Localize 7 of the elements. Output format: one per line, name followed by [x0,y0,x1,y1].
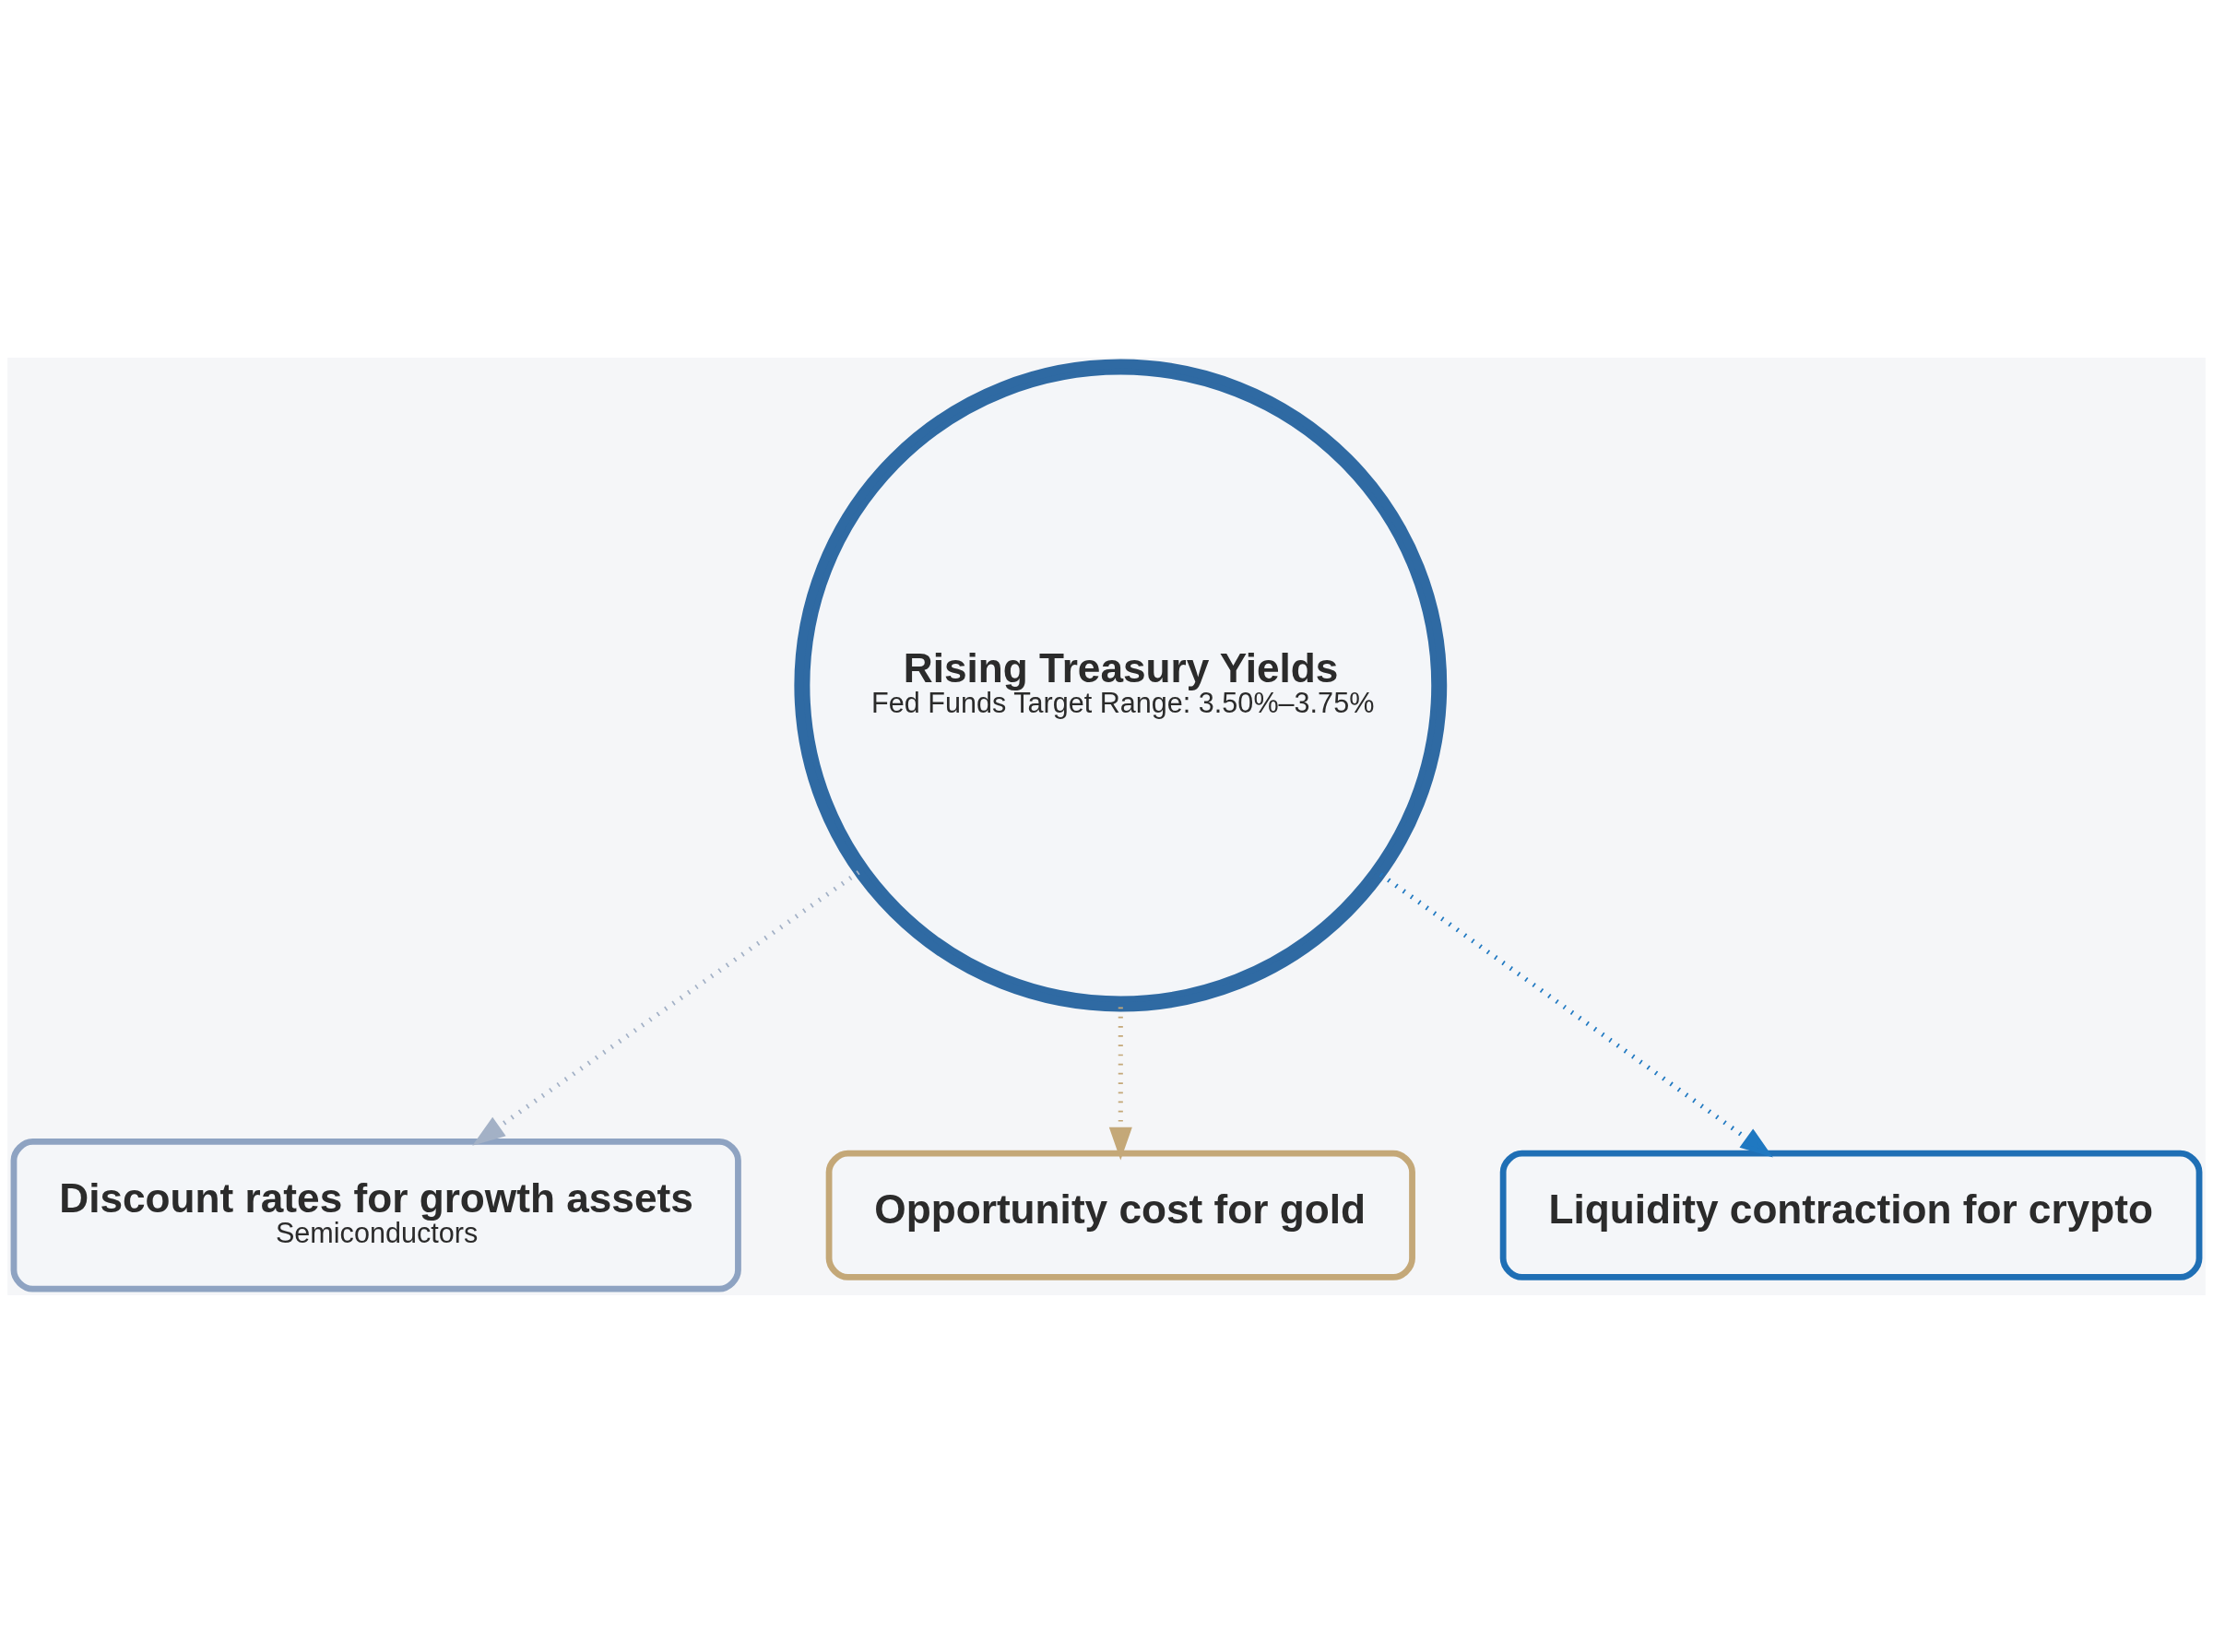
node-box: Discount rates for growth assets Semiconductors [10,1138,741,1292]
node-box: Opportunity cost for gold [825,1150,1415,1280]
node-circle: Rising Treasury Yields Fed Funds Target Range: 3.50%–3.75% [794,359,1448,1011]
arrow [1379,872,1773,1157]
arrow [1108,1006,1132,1160]
arrow [472,869,860,1146]
node-box: Liquidity contraction for crypto [1499,1150,2203,1280]
